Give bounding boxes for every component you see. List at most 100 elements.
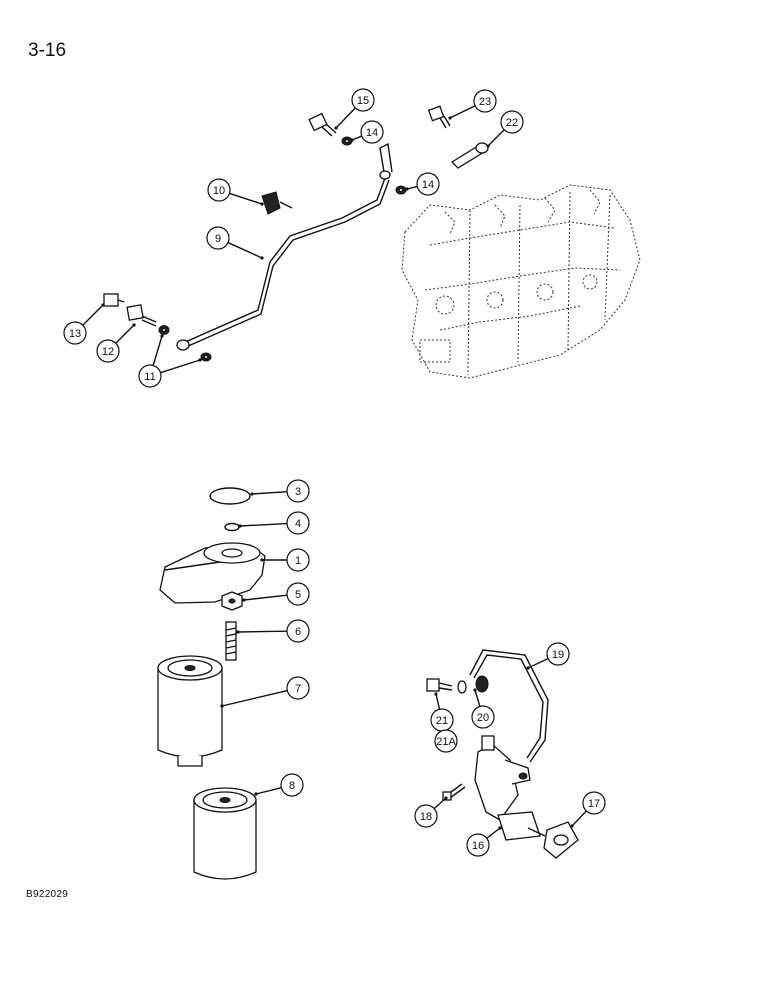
- figure-code: B922029: [26, 889, 69, 900]
- leader-arrow-c7: [220, 704, 224, 708]
- callout-label-c21a: 21A: [436, 736, 456, 748]
- callouts-layer: 134567891011121314141516171819202121A222…: [63, 88, 606, 857]
- callout-label-c23: 23: [479, 96, 491, 108]
- callout-circle-c6: [286, 619, 310, 643]
- leader-line-c21: [435, 693, 441, 710]
- leader-arrow-c10: [260, 202, 264, 206]
- callout-circle-c11: [138, 364, 162, 388]
- callout-circle-c18: [414, 804, 438, 828]
- leader-arrow-c8: [254, 792, 258, 796]
- callout-label-c14a: 14: [366, 127, 378, 139]
- callout-circle-c1: [286, 548, 310, 572]
- callout-circle-c23: [473, 89, 497, 113]
- page-number: 3-16: [28, 40, 67, 61]
- callout-label-c22: 22: [506, 117, 518, 129]
- leader-line-c13: [82, 304, 104, 326]
- leader-line-c17: [571, 810, 587, 827]
- leader-arrow-c17: [570, 824, 574, 828]
- callout-label-c11: 11: [144, 371, 155, 383]
- callout-circle-c14a: [360, 120, 384, 144]
- leader-arrow-c11: [160, 334, 164, 338]
- callout-circle-c9: [206, 226, 230, 250]
- callout-circle-c15: [351, 88, 375, 112]
- filter-head-1: [159, 542, 266, 604]
- callout-circle-c13: [63, 321, 87, 345]
- gasket-17: [543, 821, 579, 859]
- leader-arrow-c16: [498, 826, 502, 830]
- leader-line-c23: [449, 105, 476, 119]
- leader-line-c11: [152, 335, 163, 366]
- callout-label-c3: 3: [295, 486, 301, 498]
- leader-arrow-c13: [101, 303, 105, 307]
- callout-label-c6: 6: [295, 626, 301, 638]
- callout-label-c17: 17: [588, 798, 600, 810]
- leader-line-c6: [237, 630, 288, 633]
- washer-20-b: [475, 675, 489, 693]
- callout-circle-c16: [466, 833, 490, 857]
- callout-label-c21: 21: [436, 715, 448, 727]
- leader-line-c14a: [351, 135, 363, 141]
- callout-label-c19: 19: [552, 649, 564, 661]
- callout-label-c5: 5: [295, 589, 301, 601]
- callout-label-c20: 20: [477, 712, 489, 724]
- leader-line-c3: [251, 491, 288, 495]
- leader-arrow-c14b: [405, 187, 409, 191]
- leader-arrow-c23: [448, 116, 452, 120]
- callout-circle-c17: [582, 791, 606, 815]
- leader-arrow-c20: [473, 688, 477, 692]
- leader-arrow-c14a: [350, 138, 354, 142]
- leader-line-c16: [486, 827, 501, 839]
- callout-circle-c21a: [434, 729, 458, 753]
- leader-arrow-c1: [260, 558, 264, 562]
- leader-line-c9: [227, 241, 263, 259]
- bolt-18: [442, 783, 466, 801]
- leader-line-c11: [160, 359, 201, 374]
- callout-label-c13: 13: [69, 328, 81, 340]
- leader-arrow-c6: [236, 630, 240, 634]
- callout-label-c8: 8: [289, 780, 295, 792]
- leader-arrow-c15: [334, 126, 338, 130]
- leader-arrow-c18: [444, 796, 448, 800]
- o-ring-3: [209, 487, 251, 505]
- fuel-line: [176, 142, 393, 351]
- callout-label-c14b: 14: [422, 179, 434, 191]
- bolt-23: [427, 105, 451, 129]
- leader-arrow-c12: [132, 323, 136, 327]
- callout-label-c12: 12: [102, 346, 114, 358]
- nut-5: [221, 591, 243, 611]
- callout-circle-c7: [286, 676, 310, 700]
- leader-line-c22: [487, 129, 505, 147]
- callout-label-c10: 10: [213, 185, 225, 197]
- fuel-line-19: [469, 649, 549, 763]
- line-clip: [261, 191, 293, 215]
- callout-circle-c8: [280, 773, 304, 797]
- callout-label-c4: 4: [295, 518, 301, 530]
- callout-circle-c14b: [416, 172, 440, 196]
- leader-line-c8: [255, 786, 282, 795]
- stud-6: [225, 621, 237, 661]
- banjo-bolt-15: [308, 112, 337, 137]
- washer-20-a: [457, 680, 467, 694]
- leader-arrow-c11: [198, 358, 202, 362]
- filter-element-7: [157, 655, 223, 767]
- leader-line-c19: [527, 658, 549, 669]
- bolt-13: [103, 293, 125, 307]
- banjo-fitting-22: [450, 142, 489, 169]
- leader-arrow-c3: [250, 492, 254, 496]
- seal-4: [224, 522, 240, 532]
- leader-line-c14b: [406, 185, 418, 190]
- callout-label-c7: 7: [295, 683, 301, 695]
- callout-circle-c12: [96, 339, 120, 363]
- leader-line-c18: [433, 797, 447, 810]
- leader-line-c10: [229, 192, 263, 205]
- leader-line-c5: [243, 594, 288, 601]
- callout-circle-c22: [500, 110, 524, 134]
- leader-arrow-c19: [526, 666, 530, 670]
- callout-label-c1: 1: [295, 555, 301, 567]
- leader-arrow-c21: [434, 692, 438, 696]
- callout-label-c18: 18: [420, 811, 432, 823]
- callout-label-c15: 15: [357, 95, 369, 107]
- callout-label-c9: 9: [215, 233, 221, 245]
- leader-line-c15: [335, 107, 356, 129]
